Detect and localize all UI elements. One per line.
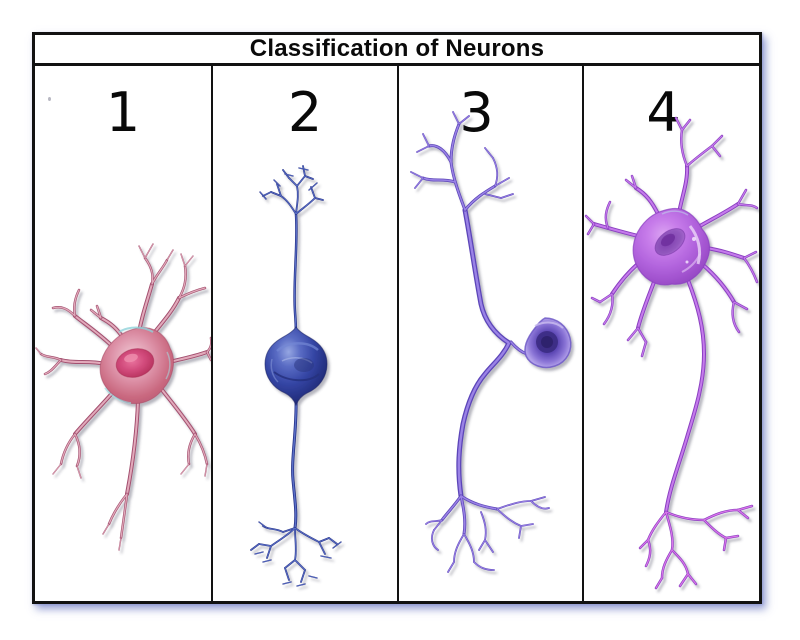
nucleus [115, 348, 155, 378]
nucleolus-highlight [124, 353, 138, 363]
nucleolus [541, 336, 553, 348]
multipolar-neuron-violet-illustration [584, 116, 759, 590]
peripheral-dendrite-tips [410, 111, 514, 199]
peripheral-dendrite-tips [410, 111, 514, 199]
axon-process [291, 397, 297, 529]
nucleolus [660, 233, 676, 247]
soma-sheen-right [688, 225, 702, 265]
pseudounipolar-neuron-purple-illustration [410, 111, 572, 573]
bipolar-neuron-blue-illustration [250, 165, 342, 587]
soma-marble-dark [273, 371, 320, 382]
panel-3-number: 3 [459, 81, 494, 144]
dendrites-distal [40, 257, 211, 539]
axon-terminal-main [440, 494, 499, 536]
axon-terminal-branches [425, 496, 550, 573]
panel-2: 2 [213, 66, 399, 601]
soma-rim-light [270, 358, 279, 383]
neuron-4 [584, 116, 759, 590]
soma-sparkle-2 [685, 260, 689, 264]
panel-4-number: 4 [646, 81, 681, 144]
table-title-bar: Classification of Neurons [35, 35, 759, 66]
upper-tuft [262, 165, 324, 215]
neuron-3 [410, 111, 572, 573]
soma-sheen-bottom [681, 253, 701, 273]
panel-1-number: 1 [105, 81, 141, 144]
upper-tuft-boutons [259, 167, 318, 200]
neuron-2 [250, 165, 342, 587]
axon-terminals [638, 504, 754, 590]
panel-4: 4 [584, 66, 759, 601]
peripheral-dendrites [421, 122, 497, 212]
soma-highlight [534, 321, 564, 329]
multipolar-neuron-pink-illustration [35, 243, 211, 551]
lower-tuft [250, 525, 338, 583]
central-process [457, 208, 511, 498]
panel-3: 3 [399, 66, 584, 601]
soma-edge-sheen [165, 351, 171, 380]
panel-1: 1 [35, 66, 213, 601]
axon [665, 279, 705, 513]
neuron-1 [35, 243, 211, 551]
soma-sparkle-1 [692, 237, 696, 241]
upper-tuft [262, 165, 324, 215]
soma-marble-light [276, 342, 319, 352]
figure-title: Classification of Neurons [249, 35, 545, 62]
peripheral-dendrites [422, 123, 496, 211]
lower-tuft-boutons [254, 521, 342, 587]
panel-row: 1 [35, 66, 759, 601]
soma-teal-highlight [118, 326, 154, 333]
dendrite-tips [35, 243, 208, 551]
soma-teal-highlight [661, 210, 689, 216]
panel-2-number: 2 [287, 81, 323, 144]
classification-table: Classification of Neurons 1 [32, 32, 762, 604]
soma-teal-lowlight [104, 387, 132, 404]
soma-marble-blob [294, 358, 314, 372]
stray-mark [48, 97, 51, 101]
axon-terminal-main [441, 495, 498, 535]
upper-tuft-boutons [259, 167, 318, 200]
axon-terminals [639, 505, 753, 589]
lower-tuft [250, 525, 338, 583]
dendrites-distal [585, 117, 758, 357]
